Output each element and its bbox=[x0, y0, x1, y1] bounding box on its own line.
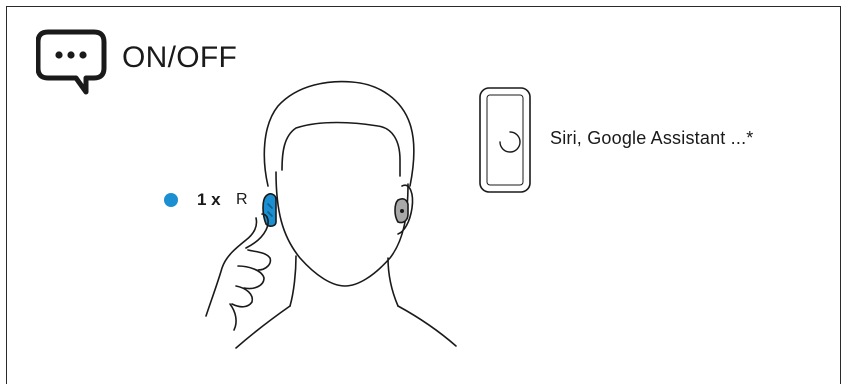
press-count-label: 1 x bbox=[197, 190, 221, 210]
voice-assistant-label: Siri, Google Assistant ...* bbox=[550, 128, 754, 149]
earbud-side-label: R bbox=[236, 191, 248, 209]
press-indicator-dot bbox=[164, 193, 178, 207]
